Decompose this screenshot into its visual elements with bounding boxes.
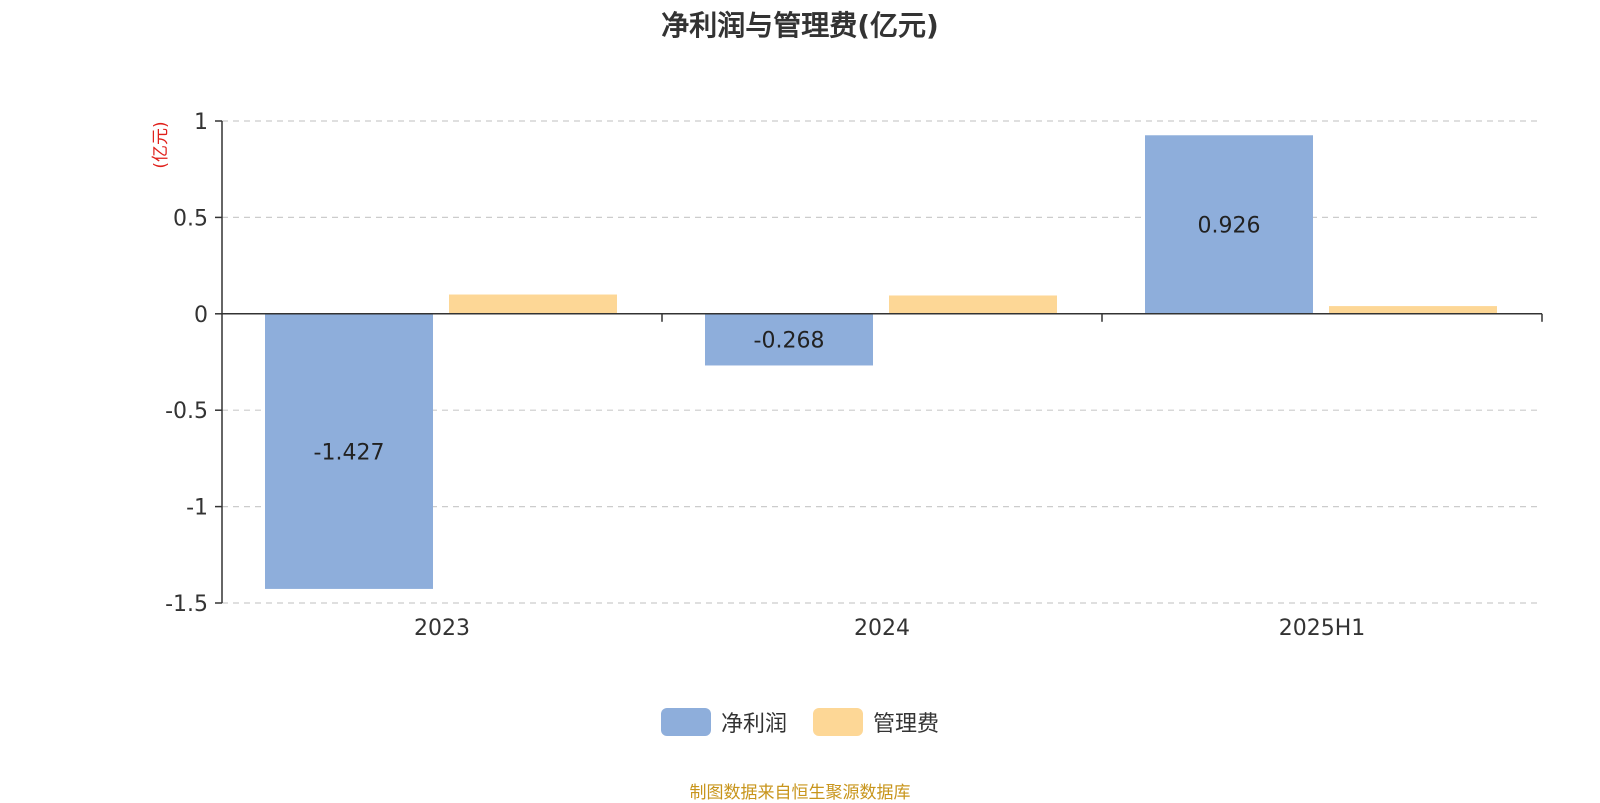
y-tick-label: -1 [186, 496, 208, 521]
x-tick-label: 2023 [414, 616, 470, 641]
legend: 净利润 管理费 [0, 706, 1600, 738]
bar-data-label: -0.268 [754, 329, 825, 354]
legend-label-admin-expense: 管理费 [873, 712, 940, 737]
legend-swatch-admin-expense [813, 708, 863, 736]
bar-net-profit[interactable] [1145, 135, 1313, 314]
bar-net-profit[interactable] [705, 313, 873, 366]
bar-admin-expense[interactable] [449, 294, 617, 314]
bar-data-label: -1.427 [314, 440, 385, 465]
bar-admin-expense[interactable] [889, 295, 1057, 314]
data-labels: -1.427 -0.268 0.926 [314, 214, 1261, 466]
chart-title: 净利润与管理费(亿元) [661, 9, 939, 42]
bar-admin-expense[interactable] [1329, 306, 1497, 314]
bar-data-label: 0.926 [1198, 214, 1261, 239]
bar-net-profit[interactable] [265, 313, 433, 589]
y-tick-label: -1.5 [165, 592, 208, 617]
bar-chart: 1 0.5 0 -0.5 -1 -1.5 2023 2024 2025H1 -1.427 -0.2… [151, 110, 1543, 641]
x-tick-label: 2025H1 [1279, 616, 1366, 641]
x-tick-label: 2024 [854, 616, 910, 641]
source-note: 制图数据来自恒生聚源数据库 [689, 783, 911, 803]
bars [265, 135, 1497, 589]
axes: 1 0.5 0 -0.5 -1 -1.5 2023 2024 2025H1 [165, 110, 1543, 641]
legend-item-net-profit[interactable]: 净利润 [660, 706, 787, 738]
legend-swatch-net-profit [660, 708, 711, 736]
y-tick-label: -0.5 [165, 399, 208, 424]
y-axis-label: (亿元) [151, 121, 171, 168]
y-tick-label: 0 [194, 303, 208, 328]
y-tick-label: 1 [194, 110, 208, 135]
legend-label-net-profit: 净利润 [720, 712, 787, 737]
legend-item-admin-expense[interactable]: 管理费 [813, 706, 939, 738]
y-tick-label: 0.5 [173, 206, 208, 231]
